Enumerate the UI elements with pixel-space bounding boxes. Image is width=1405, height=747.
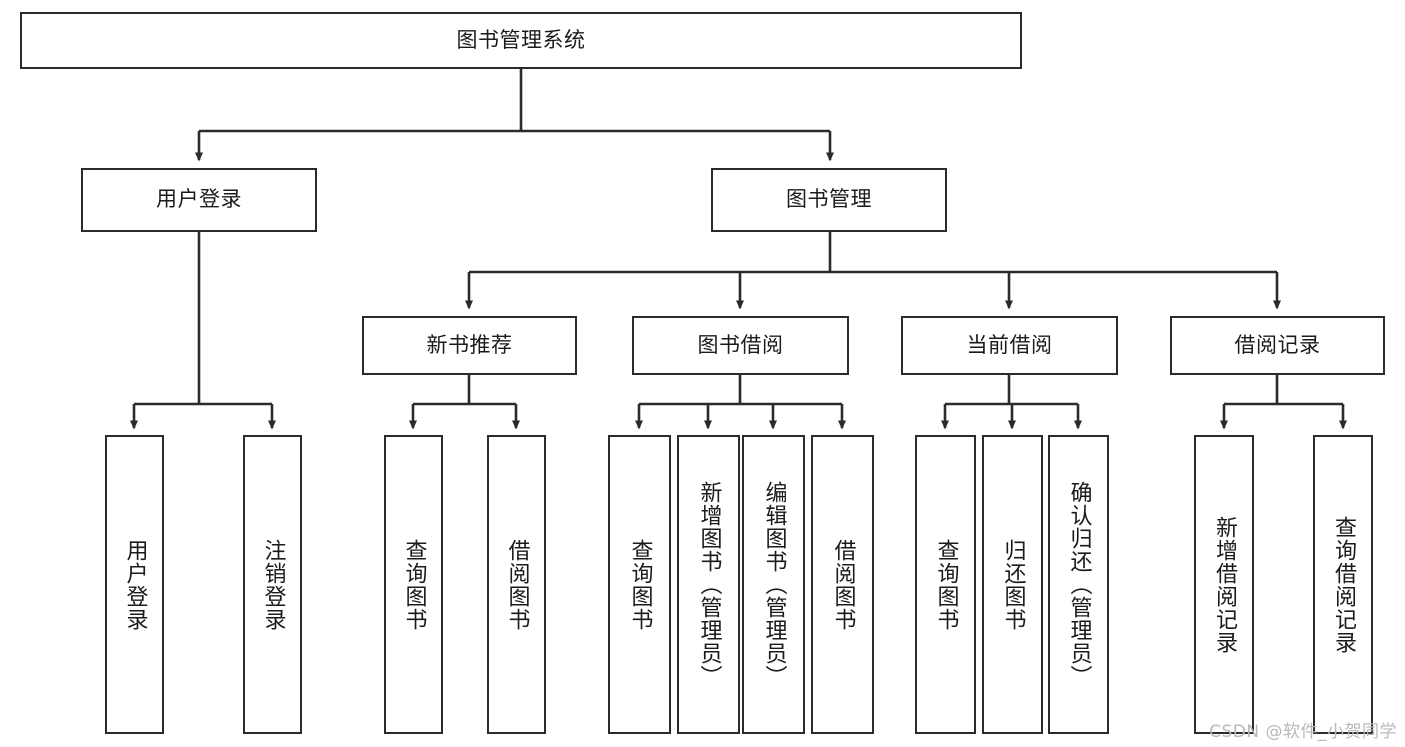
leaf-borrow-book-recommendation[interactable]: 借阅图书: [487, 435, 546, 734]
leaf-return-book[interactable]: 归还图书: [982, 435, 1043, 734]
node-label: 查询图书: [401, 538, 427, 631]
node-label: 查询借阅记录: [1330, 515, 1356, 654]
leaf-borrow-book[interactable]: 借阅图书: [811, 435, 874, 734]
node-label: 注销登录: [260, 538, 286, 631]
watermark: CSDN @软件_小贺同学: [1209, 722, 1397, 742]
node-label: 编辑图书（管理员）: [761, 481, 787, 688]
node-label: 归还图书: [1000, 538, 1026, 631]
node-label: 图书借阅: [697, 332, 784, 357]
node-label: 新书推荐: [426, 332, 513, 357]
node-label: 图书管理系统: [456, 27, 586, 52]
node-label: 查询图书: [933, 538, 959, 631]
node-label: 用户登录: [122, 538, 148, 631]
node-label: 借阅图书: [830, 538, 856, 631]
leaf-edit-book-admin[interactable]: 编辑图书（管理员）: [742, 435, 805, 734]
node-label: 新增图书（管理员）: [696, 481, 722, 688]
node-label: 查询图书: [627, 538, 653, 631]
node-root-book-management-system[interactable]: 图书管理系统: [20, 12, 1022, 69]
leaf-user-login[interactable]: 用户登录: [105, 435, 164, 734]
node-user-login[interactable]: 用户登录: [81, 168, 317, 232]
leaf-query-book-borrow[interactable]: 查询图书: [608, 435, 671, 734]
node-label: 借阅图书: [504, 538, 530, 631]
node-book-management[interactable]: 图书管理: [711, 168, 947, 232]
leaf-confirm-return-admin[interactable]: 确认归还（管理员）: [1048, 435, 1109, 734]
node-borrow-record[interactable]: 借阅记录: [1170, 316, 1385, 375]
node-label: 新增借阅记录: [1211, 515, 1237, 654]
leaf-query-book-recommendation[interactable]: 查询图书: [384, 435, 443, 734]
leaf-logout[interactable]: 注销登录: [243, 435, 302, 734]
node-current-borrow[interactable]: 当前借阅: [901, 316, 1118, 375]
node-label: 确认归还（管理员）: [1066, 481, 1092, 688]
leaf-query-borrow-record[interactable]: 查询借阅记录: [1313, 435, 1373, 734]
node-label: 图书管理: [786, 187, 872, 212]
leaf-add-book-admin[interactable]: 新增图书（管理员）: [677, 435, 740, 734]
leaf-query-book-current[interactable]: 查询图书: [915, 435, 976, 734]
leaf-add-borrow-record[interactable]: 新增借阅记录: [1194, 435, 1254, 734]
node-book-borrow[interactable]: 图书借阅: [632, 316, 849, 375]
node-new-book-recommendation[interactable]: 新书推荐: [362, 316, 577, 375]
node-label: 当前借阅: [966, 332, 1053, 357]
node-label: 用户登录: [156, 187, 242, 212]
node-label: 借阅记录: [1234, 332, 1321, 357]
